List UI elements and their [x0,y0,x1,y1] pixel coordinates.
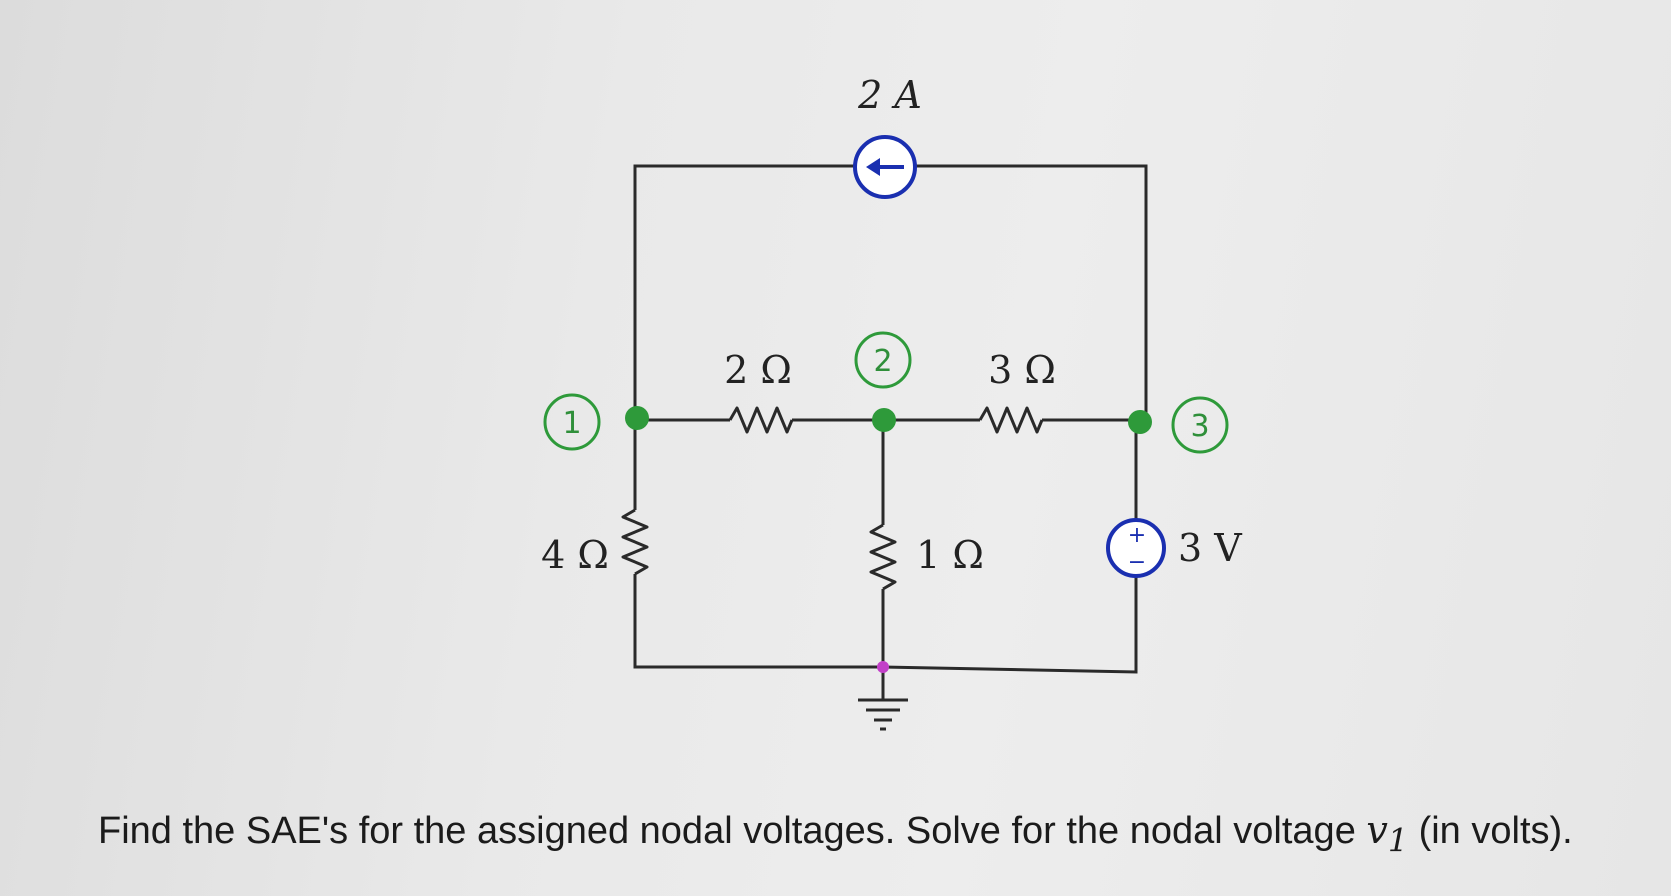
wire-right-upper [1134,418,1146,520]
resistor-3ohm [978,406,1044,434]
question-text: Find the SAE's for the assigned nodal vo… [98,808,1638,860]
resistor-4ohm-label: 4 Ω [541,533,609,577]
resistor-2ohm-label: 2 Ω [724,348,792,392]
question-variable: v1 [1366,808,1409,860]
wire-top-right [915,164,1148,420]
svg-text:2: 2 [873,344,892,379]
ground-symbol [858,698,908,731]
voltage-source-label: 3 V [1178,526,1242,570]
svg-text:1: 1 [562,406,581,441]
wire-top-left [633,164,855,420]
node-3-dot [1128,410,1152,434]
wire-right-lower [882,576,1138,674]
resistor-4ohm [621,508,649,576]
wire-left-lower [633,574,883,669]
question-text-before: Find the SAE's for the assigned nodal vo… [98,810,1367,852]
resistor-1ohm-label: 1 Ω [916,533,984,577]
ground-node-dot [877,661,889,673]
resistor-3ohm-label: 3 Ω [988,348,1056,392]
question-variable-subscript: 1 [1387,823,1409,860]
node-3-label: 3 [1171,396,1229,454]
node-2-label: 2 [854,331,912,389]
current-source [853,135,917,199]
node-1-label: 1 [543,393,601,451]
voltage-source-plus: + [1128,523,1146,548]
svg-text:3: 3 [1190,409,1209,444]
resistor-2ohm [728,406,794,434]
voltage-source-minus: − [1128,550,1146,575]
voltage-source: + − [1106,518,1166,578]
resistor-1ohm [869,523,897,591]
question-text-after: (in volts). [1408,810,1573,852]
node-1-dot [625,406,649,430]
current-source-label: 2 A [857,73,922,117]
node-2-dot [872,408,896,432]
